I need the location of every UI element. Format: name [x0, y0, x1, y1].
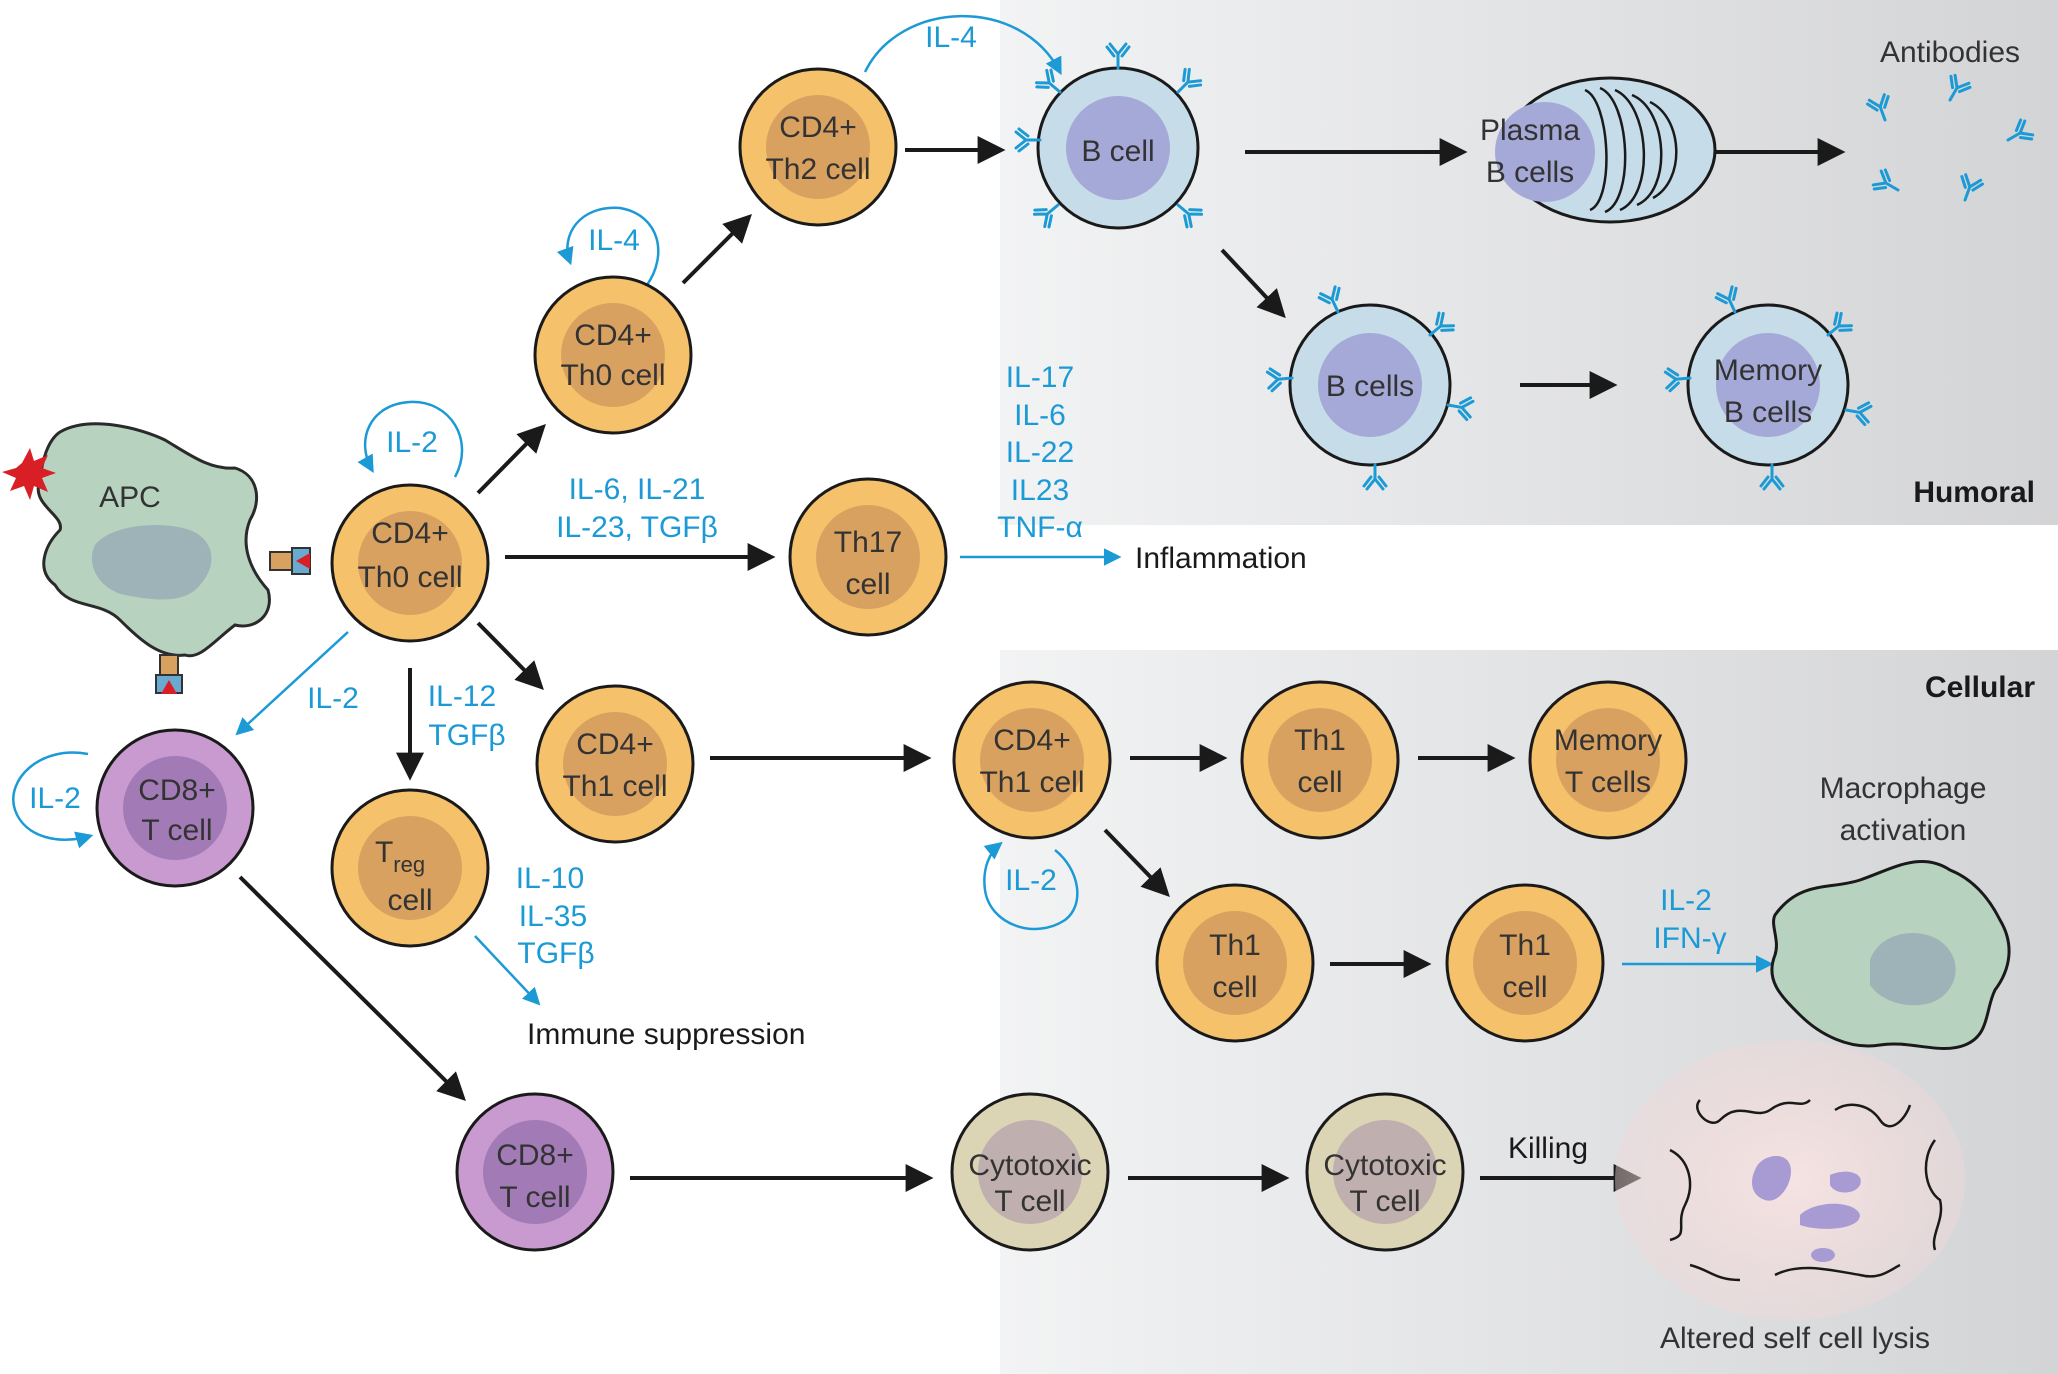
- cell-label: CD4+: [779, 111, 857, 144]
- cytokine-label: IL-6: [1014, 399, 1066, 432]
- killing-label: Killing: [1508, 1132, 1588, 1165]
- cytotoxic-t-cell: Cytotoxic T cell: [1305, 1092, 1465, 1252]
- humoral-label: Humoral: [1913, 476, 2035, 509]
- svg-text:CD4+: CD4+: [371, 517, 449, 550]
- cytokine-label: IL-22: [1006, 436, 1074, 469]
- cytokine-label: IL-2: [1005, 864, 1057, 897]
- cell-label: CD8+: [138, 774, 216, 807]
- cell-label: Cytotoxic: [1323, 1149, 1446, 1182]
- cell-label: Th1 cell: [979, 766, 1084, 799]
- macrophage-label: Macrophage: [1820, 772, 1987, 805]
- macrophage-label: activation: [1840, 814, 1967, 847]
- antibodies-label: Antibodies: [1880, 36, 2020, 69]
- cell-label: Th0 cell: [560, 359, 665, 392]
- cd4-th1-cell: CD4+ Th1 cell: [952, 680, 1112, 840]
- cell-label: Th2 cell: [765, 153, 870, 186]
- mhc-tcr-complex-icon: [155, 654, 183, 694]
- lysed-cell: [1615, 1040, 1965, 1320]
- th1-cell: Th1 cell: [1445, 883, 1605, 1043]
- cell-label: B cells: [1326, 370, 1414, 403]
- cytokine-label: IL-35: [519, 900, 587, 933]
- th1-cell: Th1 cell: [1155, 883, 1315, 1043]
- cytokine-label: IL-17: [1006, 361, 1074, 394]
- apc-cell: APC: [36, 422, 271, 658]
- cell-label: CD8+: [496, 1139, 574, 1172]
- cell-label: Th1: [1499, 929, 1551, 962]
- cytokine-label: IL-23, TGFβ: [556, 511, 718, 544]
- cell-label: Th1: [1209, 929, 1261, 962]
- cell-label: B cell: [1081, 135, 1154, 168]
- cytokine-label: TGFβ: [517, 937, 594, 970]
- lysis-label: Altered self cell lysis: [1660, 1322, 1930, 1355]
- cell-label: cell: [845, 568, 890, 601]
- treg-label: Treg: [375, 836, 425, 877]
- cd4-th0-upper-cell: CD4+ Th0 cell: [533, 275, 693, 435]
- cell-label: Cytotoxic: [968, 1149, 1091, 1182]
- cytokine-label: IL-2: [1660, 884, 1712, 917]
- cell-label: cell: [1502, 971, 1547, 1004]
- cytokine-labels: IL-2 IL-4 IL-4 IL-6, IL-21 IL-23, TGFβ I…: [29, 21, 1727, 970]
- cell-label: B cells: [1486, 156, 1574, 189]
- th17-cell: Th17 cell: [788, 477, 948, 637]
- cell-label: CD4+: [371, 517, 449, 550]
- cell-label: cell: [1297, 766, 1342, 799]
- cell-label: Th0 cell: [357, 561, 462, 594]
- cd8-t-cell: CD8+ T cell: [95, 728, 255, 888]
- apc-label: APC: [99, 481, 161, 514]
- cytokine-label: IL-2: [386, 426, 438, 459]
- cell-label: T cell: [994, 1185, 1065, 1218]
- cell-label: B cells: [1724, 396, 1812, 429]
- cytokine-label: IL-2: [29, 782, 81, 815]
- cytokine-label: IL-10: [516, 862, 584, 895]
- cytokine-label: IL-2: [307, 682, 359, 715]
- cytokine-label: TGFβ: [428, 719, 505, 752]
- macrophage-cell: [1770, 860, 2011, 1050]
- cell-label: T cells: [1565, 766, 1651, 799]
- memory-t-cell: Memory T cells: [1528, 680, 1688, 840]
- cell-label: Th17: [834, 526, 902, 559]
- mhc-tcr-complex-icon: [269, 547, 311, 575]
- apc-nucleus: [91, 525, 212, 600]
- b-cell: B cell: [1014, 42, 1205, 231]
- cd4-th1-cell: CD4+ Th1 cell: [535, 684, 695, 844]
- cytokine-label: IL-6, IL-21: [569, 473, 706, 506]
- cytokine-label: IL-4: [588, 224, 640, 257]
- cell-label: Th1: [1294, 724, 1346, 757]
- b-cells: B cells: [1265, 284, 1476, 491]
- plasma-b-cell: Plasma B cells: [1480, 76, 1717, 224]
- cytokine-label: IFN-γ: [1653, 922, 1726, 955]
- cytokine-label: IL23: [1011, 474, 1069, 507]
- cytotoxic-t-cell: Cytotoxic T cell: [950, 1092, 1110, 1252]
- cell-label: cell: [1212, 971, 1257, 1004]
- cell-label: cell: [387, 884, 432, 917]
- cell-label: T cell: [141, 814, 212, 847]
- cell-label: T cell: [1349, 1185, 1420, 1218]
- treg-cell: Treg cell: [330, 788, 490, 948]
- cd4-th0-cell: CD4+ Th0 cell: [330, 483, 490, 643]
- cd8-t-cell-lower: CD8+ T cell: [455, 1092, 615, 1252]
- cellular-label: Cellular: [1925, 671, 2035, 704]
- blue-arrows: [12, 14, 1774, 1006]
- cell-label: CD4+: [574, 319, 652, 352]
- cell-label: Th1 cell: [562, 770, 667, 803]
- cytokine-label: IL-12: [428, 680, 496, 713]
- cd4-th2-cell: CD4+ Th2 cell: [738, 67, 898, 227]
- cell-label: T cell: [499, 1181, 570, 1214]
- cell-label: Memory: [1554, 724, 1662, 757]
- cell-label: Memory: [1714, 354, 1822, 387]
- cytokine-label: TNF-α: [997, 511, 1083, 544]
- th1-cell: Th1 cell: [1240, 680, 1400, 840]
- antigen-icon: [2, 448, 56, 500]
- cytokine-label: IL-4: [925, 21, 977, 54]
- cell-label: CD4+: [993, 724, 1071, 757]
- black-arrows: [238, 136, 1846, 1192]
- cell-label: CD4+: [576, 728, 654, 761]
- inflammation-label: Inflammation: [1135, 542, 1307, 575]
- immune-suppression-label: Immune suppression: [527, 1018, 805, 1051]
- memory-b-cell: Memory B cells: [1663, 284, 1874, 491]
- antibodies-group: Antibodies: [1864, 36, 2036, 206]
- cell-label: Plasma: [1480, 114, 1580, 147]
